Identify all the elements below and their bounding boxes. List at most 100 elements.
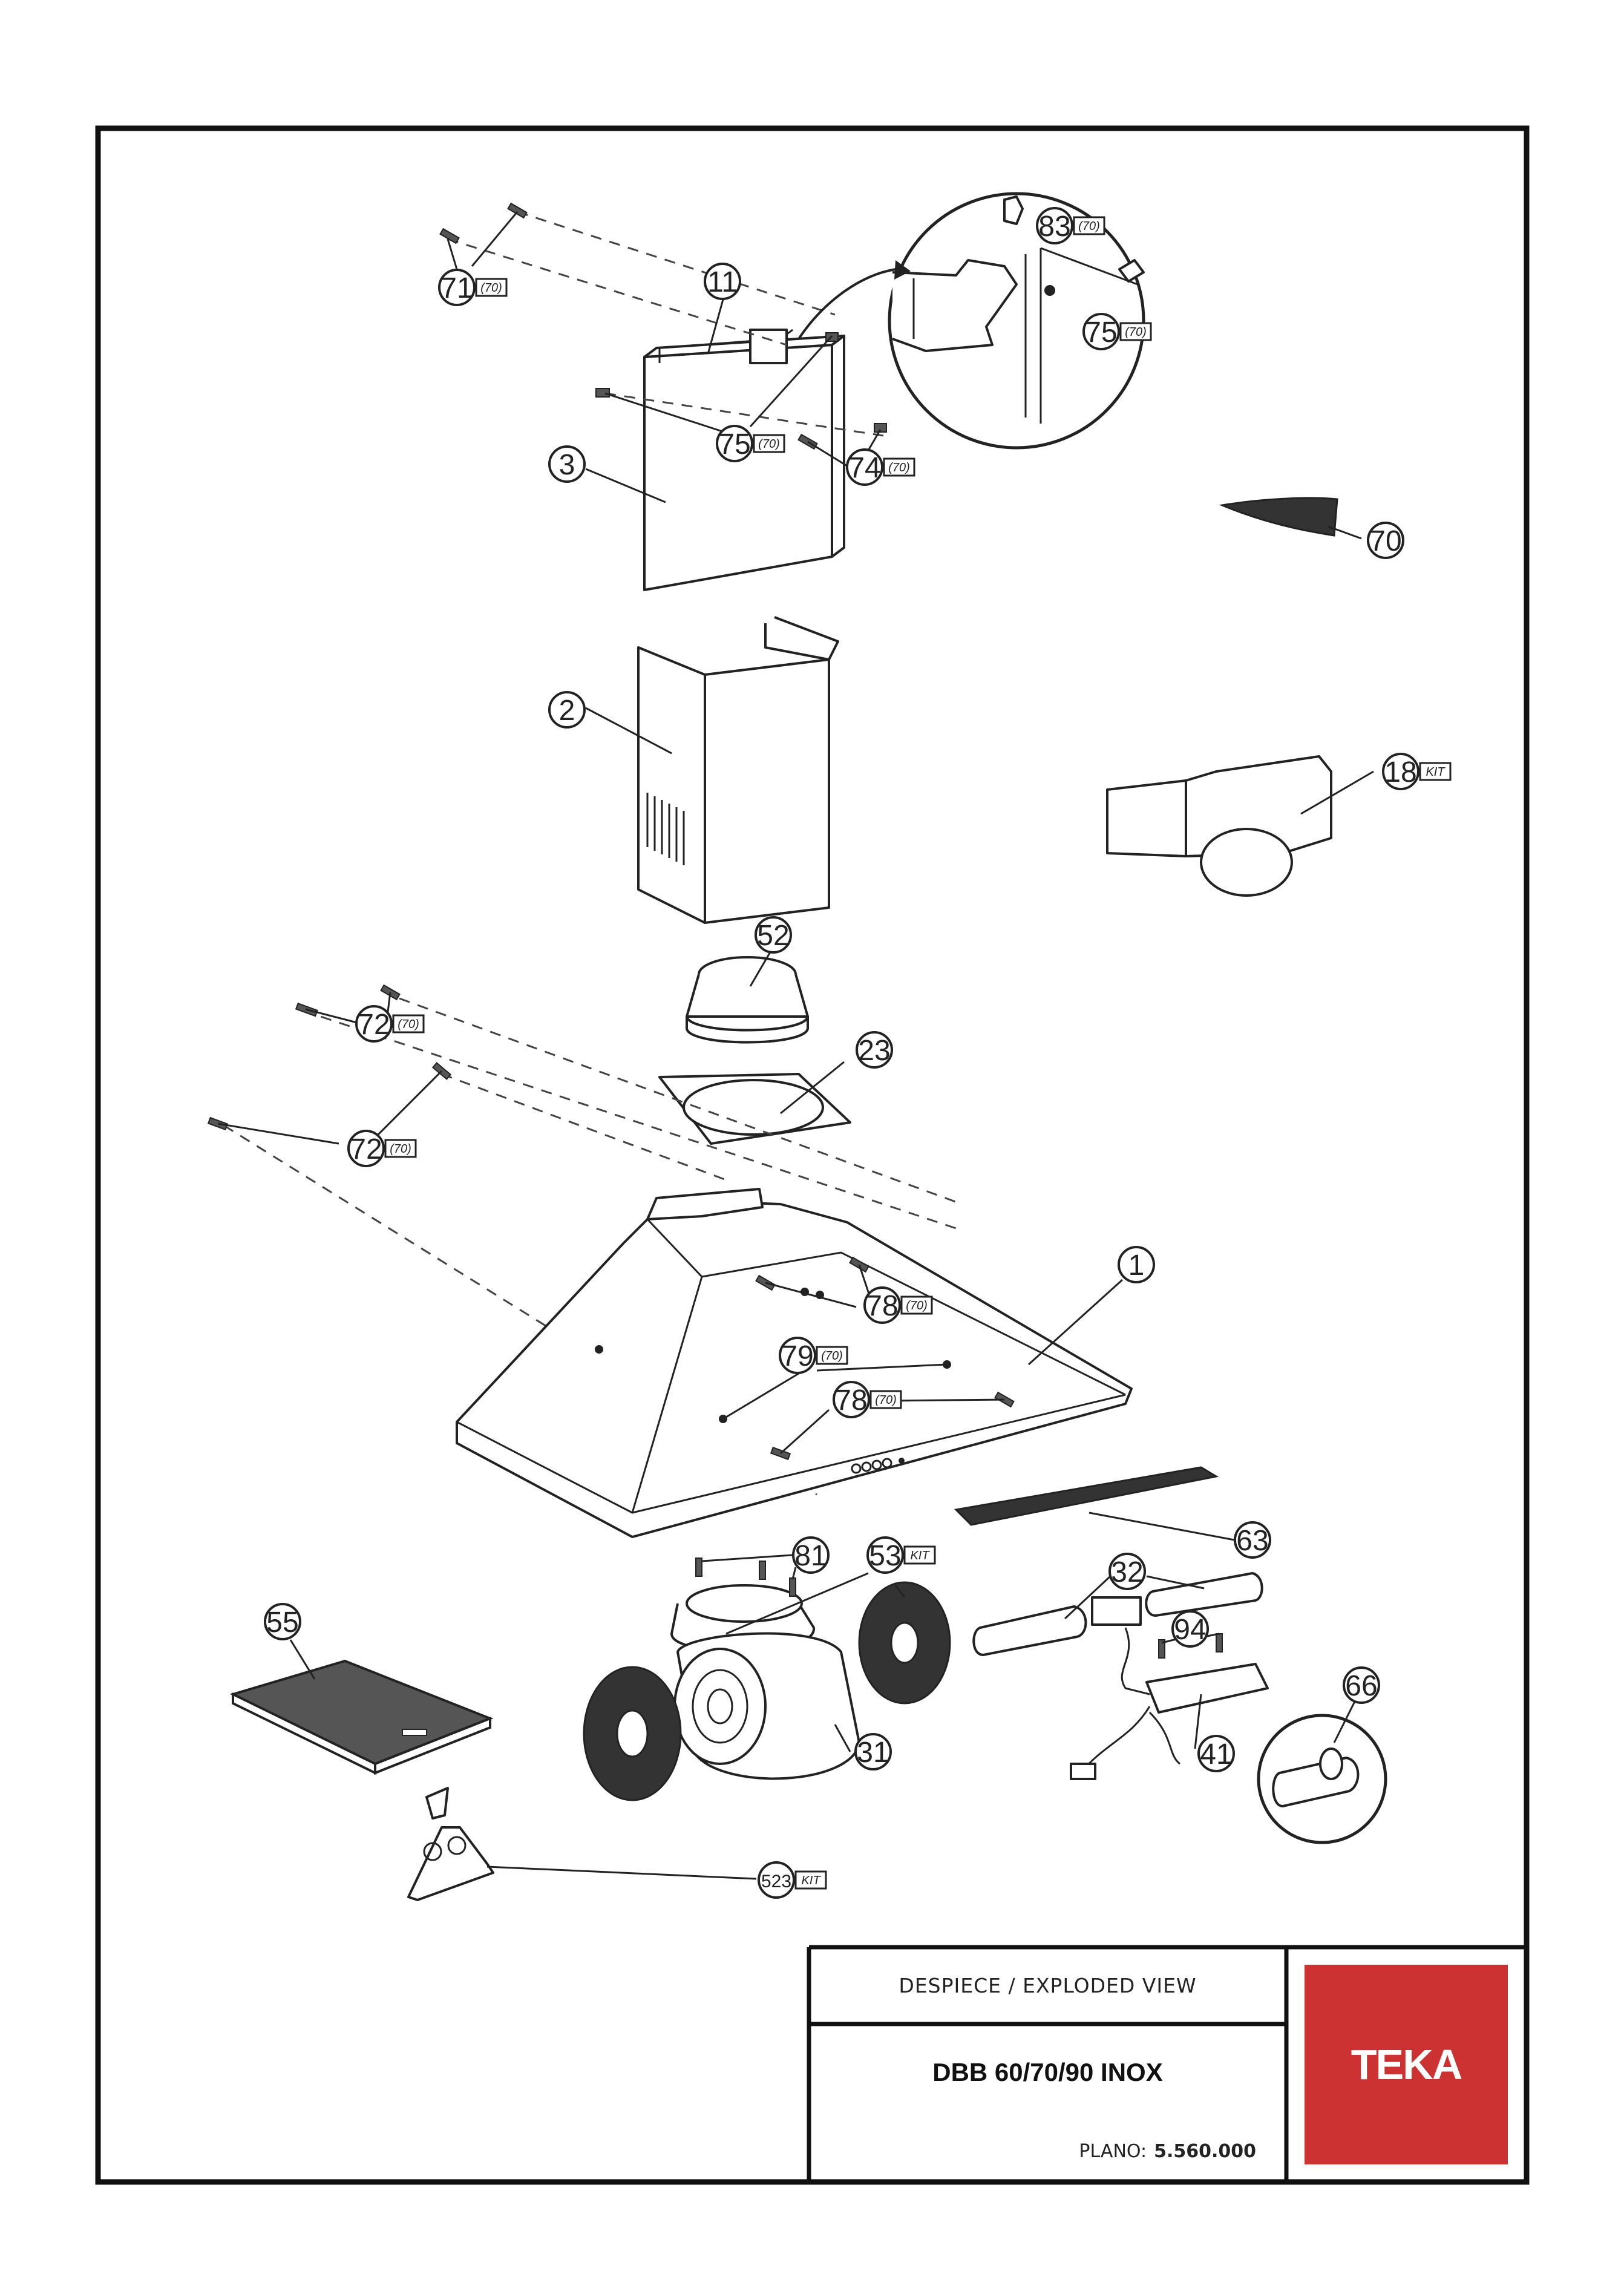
svg-text:74: 74: [848, 452, 880, 484]
duct-adapter-part: [1106, 755, 1332, 897]
detail-arrow-head: [894, 260, 911, 280]
svg-text:(70): (70): [398, 1018, 419, 1031]
brand-logo: TEKA: [1305, 1965, 1508, 2164]
detail-magnifier: [888, 192, 1145, 450]
callout-23: 23: [856, 1031, 893, 1069]
title-block: DESPIECE / EXPLODED VIEW DBB 60/70/90 IN…: [809, 1947, 1527, 2182]
svg-text:(70): (70): [480, 281, 502, 295]
svg-text:53: 53: [869, 1540, 901, 1572]
lamp-assembly-part: [972, 1572, 1269, 1780]
callout-66: 66: [1343, 1666, 1380, 1704]
svg-text:KIT: KIT: [910, 1549, 930, 1562]
svg-text:11: 11: [707, 266, 738, 298]
svg-text:83: 83: [1038, 211, 1070, 243]
callout-70: 70: [1367, 522, 1404, 559]
plan-number: PLANO: 5.560.000: [809, 2121, 1286, 2182]
mounting-guide-lines-top: [447, 211, 884, 437]
svg-text:2: 2: [559, 695, 575, 727]
callout-31: 31: [854, 1733, 892, 1770]
chimney-lower-part: [637, 616, 839, 924]
svg-text:55: 55: [266, 1607, 298, 1639]
svg-text:(70): (70): [888, 461, 910, 474]
reducer-collar-part: [686, 956, 809, 1044]
callout-78-upper: 78 (70): [863, 1286, 933, 1324]
svg-text:KIT: KIT: [801, 1874, 821, 1887]
screws-71: [439, 202, 528, 244]
svg-text:23: 23: [858, 1035, 890, 1067]
bracket-part: [407, 1787, 494, 1901]
svg-text:81: 81: [794, 1540, 827, 1572]
svg-text:79: 79: [781, 1340, 813, 1372]
svg-text:71: 71: [440, 272, 473, 304]
svg-text:(70): (70): [1125, 326, 1147, 339]
svg-text:1: 1: [1128, 1250, 1145, 1282]
chimney-upper-part: [643, 335, 845, 591]
callout-83: 83 (70): [1036, 207, 1105, 244]
svg-text:52: 52: [757, 920, 789, 952]
svg-text:(70): (70): [1078, 220, 1100, 233]
svg-text:72: 72: [358, 1009, 390, 1041]
screws-72: [207, 984, 452, 1131]
brand-name: TEKA: [1351, 2041, 1463, 2088]
plan-label: PLANO:: [1079, 2141, 1147, 2162]
callout-75: 75 (70): [716, 425, 785, 462]
callout-41: 41: [1197, 1735, 1235, 1772]
callout-72-upper: 72 (70): [355, 1005, 425, 1043]
callout-52: 52: [755, 916, 792, 954]
model-name: DBB 60/70/90 INOX: [932, 2058, 1163, 2086]
callout-71: 71 (70): [438, 269, 508, 306]
svg-text:75: 75: [1085, 316, 1117, 349]
svg-text:(70): (70): [875, 1394, 897, 1407]
chimney-bracket-part: [658, 329, 793, 364]
svg-text:78: 78: [835, 1384, 867, 1417]
filter-strip-part: [954, 1466, 1219, 1526]
svg-text:(70): (70): [390, 1142, 411, 1156]
detail-arrow: [797, 268, 896, 340]
motor-part: [583, 1557, 951, 1801]
callout-63: 63: [1234, 1521, 1271, 1559]
svg-text:78: 78: [866, 1290, 898, 1322]
callout-74: 74 (70): [846, 448, 915, 486]
title-block-lines: [807, 1945, 1527, 2182]
callout-53: 53 KIT: [866, 1536, 936, 1574]
svg-text:18: 18: [1384, 756, 1416, 788]
callout-78-lower: 78 (70): [833, 1381, 902, 1418]
svg-text:523: 523: [761, 1872, 791, 1892]
mounting-plate-part: [658, 1073, 851, 1145]
callout-11: 11: [704, 263, 741, 300]
detail-circle-66: [1257, 1714, 1387, 1844]
callout-523: 523 KIT: [758, 1861, 827, 1899]
grease-filter-part: [229, 1659, 494, 1775]
svg-text:3: 3: [559, 449, 575, 481]
callout-1: 1: [1118, 1246, 1155, 1283]
callout-75-detail: 75 (70): [1082, 313, 1152, 350]
callout-79: 79 (70): [779, 1337, 848, 1374]
brand-logo-cell: TEKA: [1286, 1947, 1527, 2182]
callout-32: 32: [1108, 1553, 1146, 1590]
svg-text:31: 31: [857, 1737, 889, 1769]
svg-text:(70): (70): [758, 437, 780, 451]
svg-text:75: 75: [718, 428, 750, 460]
callout-81: 81: [792, 1536, 830, 1574]
svg-text:KIT: KIT: [1426, 765, 1446, 779]
callout-3: 3: [548, 445, 586, 483]
ventilation-grille: [646, 793, 685, 865]
svg-text:(70): (70): [821, 1349, 843, 1363]
callout-72-lower: 72 (70): [347, 1130, 417, 1167]
plan-value: 5.560.000: [1154, 2141, 1256, 2162]
control-buttons: [851, 1458, 905, 1474]
svg-text:70: 70: [1369, 525, 1401, 557]
drawing-subtitle: DESPIECE / EXPLODED VIEW: [899, 1974, 1197, 1997]
callout-2: 2: [548, 691, 586, 729]
svg-text:72: 72: [350, 1133, 382, 1165]
filter-bag-part: [1219, 497, 1338, 537]
svg-text:32: 32: [1111, 1556, 1143, 1588]
callout-94: 94: [1171, 1610, 1209, 1648]
drawing-frame: [95, 125, 1530, 2185]
callout-18: 18 KIT: [1382, 753, 1452, 790]
svg-text:94: 94: [1174, 1614, 1206, 1646]
svg-text:66: 66: [1345, 1670, 1377, 1702]
callout-55: 55: [264, 1603, 301, 1640]
svg-text:41: 41: [1200, 1738, 1232, 1770]
